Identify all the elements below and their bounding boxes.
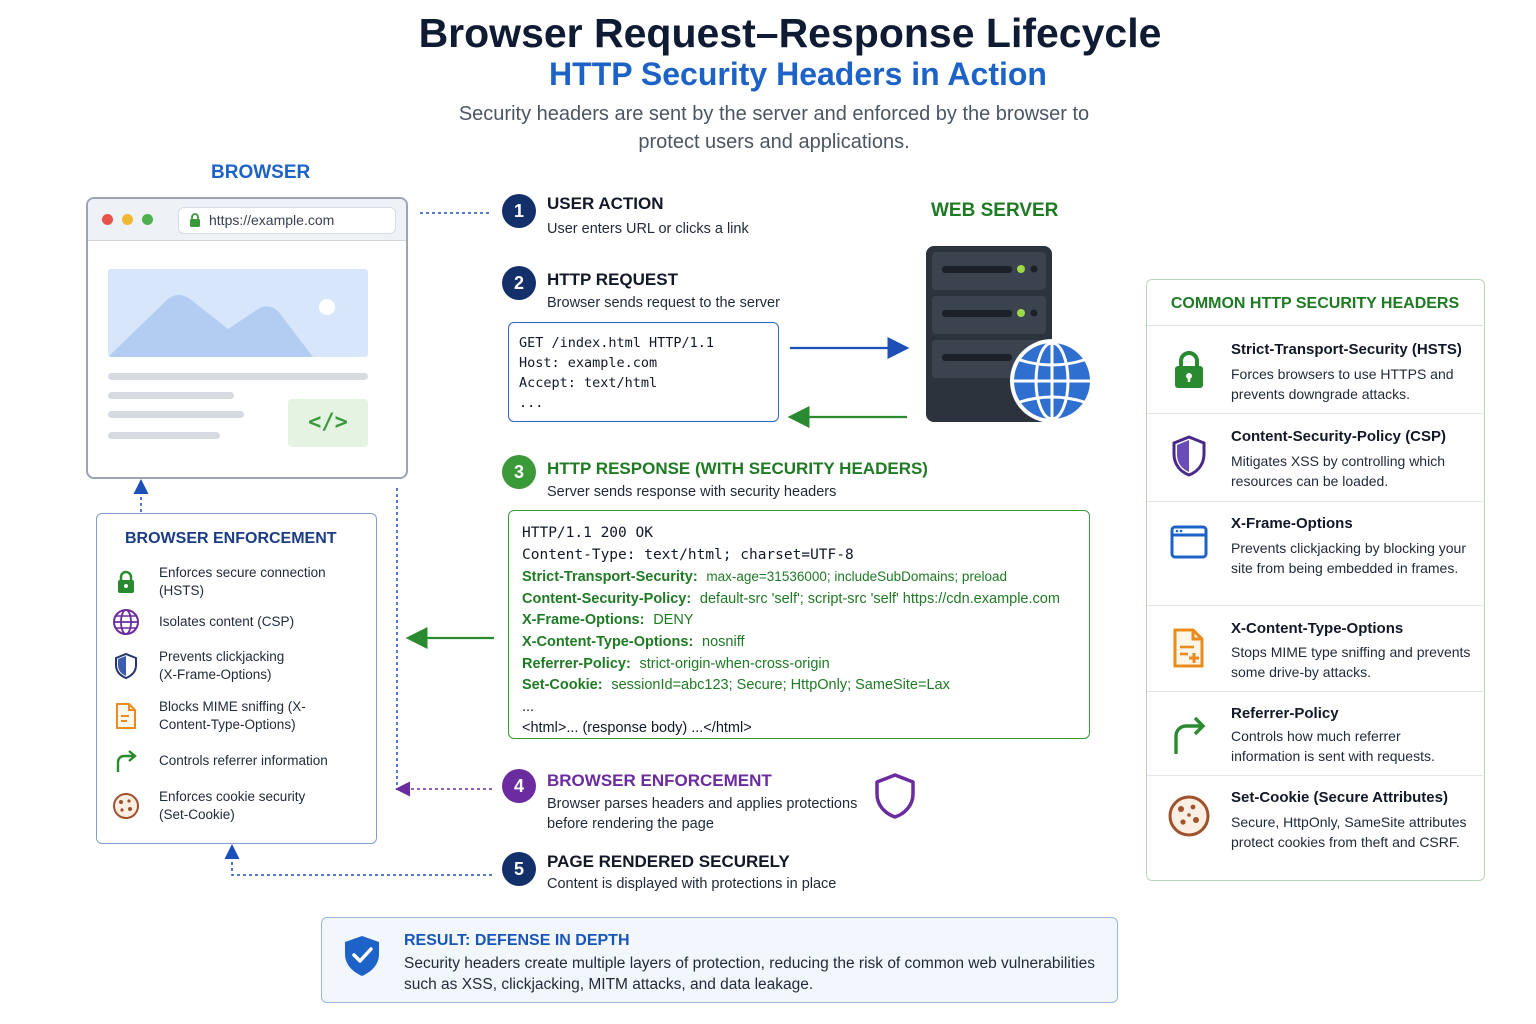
step-3-title: HTTP RESPONSE (WITH SECURITY HEADERS) xyxy=(547,459,928,478)
step-5-desc: Content is displayed with protections in… xyxy=(547,876,837,892)
redirect-arrow-icon xyxy=(111,746,141,776)
step-1-title: USER ACTION xyxy=(547,194,664,213)
address-bar[interactable]: https://example.com xyxy=(178,207,396,234)
text-line-placeholder xyxy=(108,432,220,439)
text-line-placeholder xyxy=(108,373,368,380)
page-description: Security headers are sent by the server … xyxy=(458,103,1090,153)
page-subtitle: HTTP Security Headers in Action xyxy=(549,56,1047,92)
result-title: RESULT: DEFENSE IN DEPTH xyxy=(404,932,630,949)
web-server-label: WEB SERVER xyxy=(931,200,1059,221)
browser-window: https://example.com </> xyxy=(86,197,408,479)
header-row-xfo: X-Frame-Options Prevents clickjacking by… xyxy=(1147,502,1483,606)
browser-toolbar: https://example.com xyxy=(88,199,406,241)
response-header-line: Content-Security-Policy: default-src 'se… xyxy=(522,590,1060,607)
response-content-type: Content-Type: text/html; charset=UTF-8 xyxy=(522,546,854,563)
page-title: Browser Request–Response Lifecycle xyxy=(418,10,1162,56)
step-2-title: HTTP REQUEST xyxy=(547,270,678,289)
header-row-hsts: Strict-Transport-Security (HSTS) Forces … xyxy=(1147,326,1483,414)
enforcement-box-title: BROWSER ENFORCEMENT xyxy=(125,530,337,547)
step-2-badge: 2 xyxy=(502,266,536,300)
http-request-box: GET /index.html HTTP/1.1 Host: example.c… xyxy=(508,322,779,422)
step-1-desc: User enters URL or clicks a link xyxy=(547,221,749,237)
response-header-line: Referrer-Policy: strict-origin-when-cros… xyxy=(522,655,830,672)
enforcement-item: Blocks MIME sniffing (X-Content-Type-Opt… xyxy=(111,698,371,734)
shield-icon xyxy=(111,651,141,681)
step-4-title: BROWSER ENFORCEMENT xyxy=(547,771,772,790)
padlock-icon xyxy=(190,213,200,227)
hero-image-placeholder xyxy=(108,269,368,357)
response-header-line: X-Frame-Options: DENY xyxy=(522,612,694,629)
step-5-badge: 5 xyxy=(502,852,536,886)
result-box: RESULT: DEFENSE IN DEPTH Security header… xyxy=(321,917,1118,1003)
maximize-dot-icon xyxy=(142,214,153,225)
shield-icon xyxy=(875,773,915,819)
enforcement-item: Controls referrer information xyxy=(111,746,371,776)
response-header-line: Strict-Transport-Security: max-age=31536… xyxy=(522,569,1007,586)
response-header-line: Set-Cookie: sessionId=abc123; Secure; Ht… xyxy=(522,677,950,694)
enforcement-item: Prevents clickjacking (X-Frame-Options) xyxy=(111,648,371,684)
step-4-badge: 4 xyxy=(502,769,536,803)
document-icon xyxy=(111,701,141,731)
text-line-placeholder xyxy=(108,392,234,399)
document-icon xyxy=(1167,624,1211,672)
header-row-xcto: X-Content-Type-Options Stops MIME type s… xyxy=(1147,606,1483,692)
browser-label: BROWSER xyxy=(211,162,311,183)
http-response-box: HTTP/1.1 200 OK Content-Type: text/html;… xyxy=(508,510,1090,739)
minimize-dot-icon xyxy=(122,214,133,225)
enforcement-item-text: Enforces cookie security (Set-Cookie) xyxy=(159,789,306,822)
text-line-placeholder xyxy=(108,411,244,418)
enforcement-item: Isolates content (CSP) xyxy=(111,607,371,637)
response-body: <html>... (response body) ...</html> xyxy=(522,720,752,737)
window-icon xyxy=(1167,518,1211,566)
lock-icon xyxy=(1167,346,1211,394)
response-header-line: X-Content-Type-Options: nosniff xyxy=(522,633,745,650)
browser-enforcement-box: BROWSER ENFORCEMENT Enforces secure conn… xyxy=(96,513,377,844)
step-3-desc: Server sends response with security head… xyxy=(547,484,837,500)
response-ellipsis: ... xyxy=(522,698,535,715)
globe-icon xyxy=(111,607,141,637)
step-5-title: PAGE RENDERED SECURELY xyxy=(547,852,790,871)
security-headers-panel: COMMON HTTP SECURITY HEADERS Strict-Tran… xyxy=(1146,279,1485,881)
header-row-setcookie: Set-Cookie (Secure Attributes) Secure, H… xyxy=(1147,776,1483,880)
server-icon xyxy=(926,246,1094,423)
cookie-icon xyxy=(111,791,141,821)
header-row-csp: Content-Security-Policy (CSP) Mitigates … xyxy=(1147,414,1483,502)
enforcement-item-text: Prevents clickjacking (X-Frame-Options) xyxy=(159,649,285,682)
lock-icon xyxy=(111,567,141,597)
result-description: Security headers create multiple layers … xyxy=(404,955,1095,993)
enforcement-item: Enforces secure connection (HSTS) xyxy=(111,564,371,600)
step-2-desc: Browser sends request to the server xyxy=(547,295,780,311)
headers-panel-title: COMMON HTTP SECURITY HEADERS xyxy=(1147,280,1483,326)
response-status-line: HTTP/1.1 200 OK xyxy=(522,525,653,541)
redirect-arrow-icon xyxy=(1167,710,1211,758)
shield-check-icon xyxy=(345,936,379,976)
code-icon: </> xyxy=(288,399,368,447)
close-dot-icon xyxy=(102,214,113,225)
header-row-referrer: Referrer-Policy Controls how much referr… xyxy=(1147,692,1483,776)
url-text: https://example.com xyxy=(209,212,335,228)
mountain-image-icon xyxy=(108,295,335,357)
step-3-badge: 3 xyxy=(502,455,536,489)
enforcement-item: Enforces cookie security (Set-Cookie) xyxy=(111,788,371,824)
enforcement-item-text: Blocks MIME sniffing (X-Content-Type-Opt… xyxy=(159,699,306,732)
step-1-badge: 1 xyxy=(502,194,536,228)
cookie-icon xyxy=(1167,792,1211,840)
step-4-desc: Browser parses headers and applies prote… xyxy=(547,796,858,832)
shield-icon xyxy=(1167,432,1211,480)
